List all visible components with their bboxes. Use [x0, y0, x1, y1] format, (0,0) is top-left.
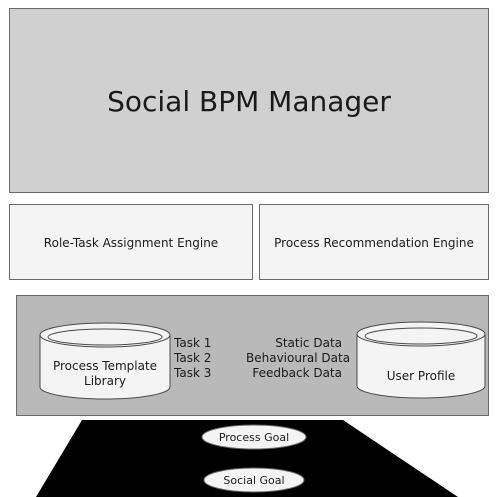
data-type-item: Static Data [275, 336, 342, 350]
task-item: Task 1 [174, 336, 212, 350]
goals-foundation-trapezoid [36, 420, 458, 497]
process-template-library-label: Process Template Library [40, 359, 170, 389]
social-goal-ellipse [203, 467, 305, 493]
social-goal-label: Social Goal [223, 474, 284, 487]
process-template-library-cylinder [39, 322, 171, 400]
user-profile-label: User Profile [386, 369, 456, 383]
role-task-assignment-engine-box: Role-Task Assignment Engine [9, 204, 253, 280]
process-recommendation-engine-label: Process Recommendation Engine [274, 236, 474, 250]
process-goal-ellipse [201, 424, 307, 450]
process-goal-label: Process Goal [219, 431, 289, 444]
task-item: Task 2 [174, 351, 212, 365]
user-profile-cylinder [356, 321, 486, 399]
role-task-engine-label: Role-Task Assignment Engine [43, 236, 219, 250]
process-template-library-line1: Process Template [52, 359, 158, 373]
task-list: Task 1 Task 2 Task 3 [174, 336, 211, 381]
social-bpm-manager-box: Social BPM Manager [9, 8, 489, 193]
data-type-item: Behavioural Data [246, 351, 351, 365]
manager-title: Social BPM Manager [107, 85, 391, 118]
process-recommendation-engine-box: Process Recommendation Engine [259, 204, 489, 280]
data-type-list: Static Data Behavioural Data Feedback Da… [246, 336, 351, 381]
task-item: Task 3 [174, 366, 212, 380]
data-type-item: Feedback Data [252, 366, 342, 380]
process-template-library-line2: Library [84, 374, 126, 388]
